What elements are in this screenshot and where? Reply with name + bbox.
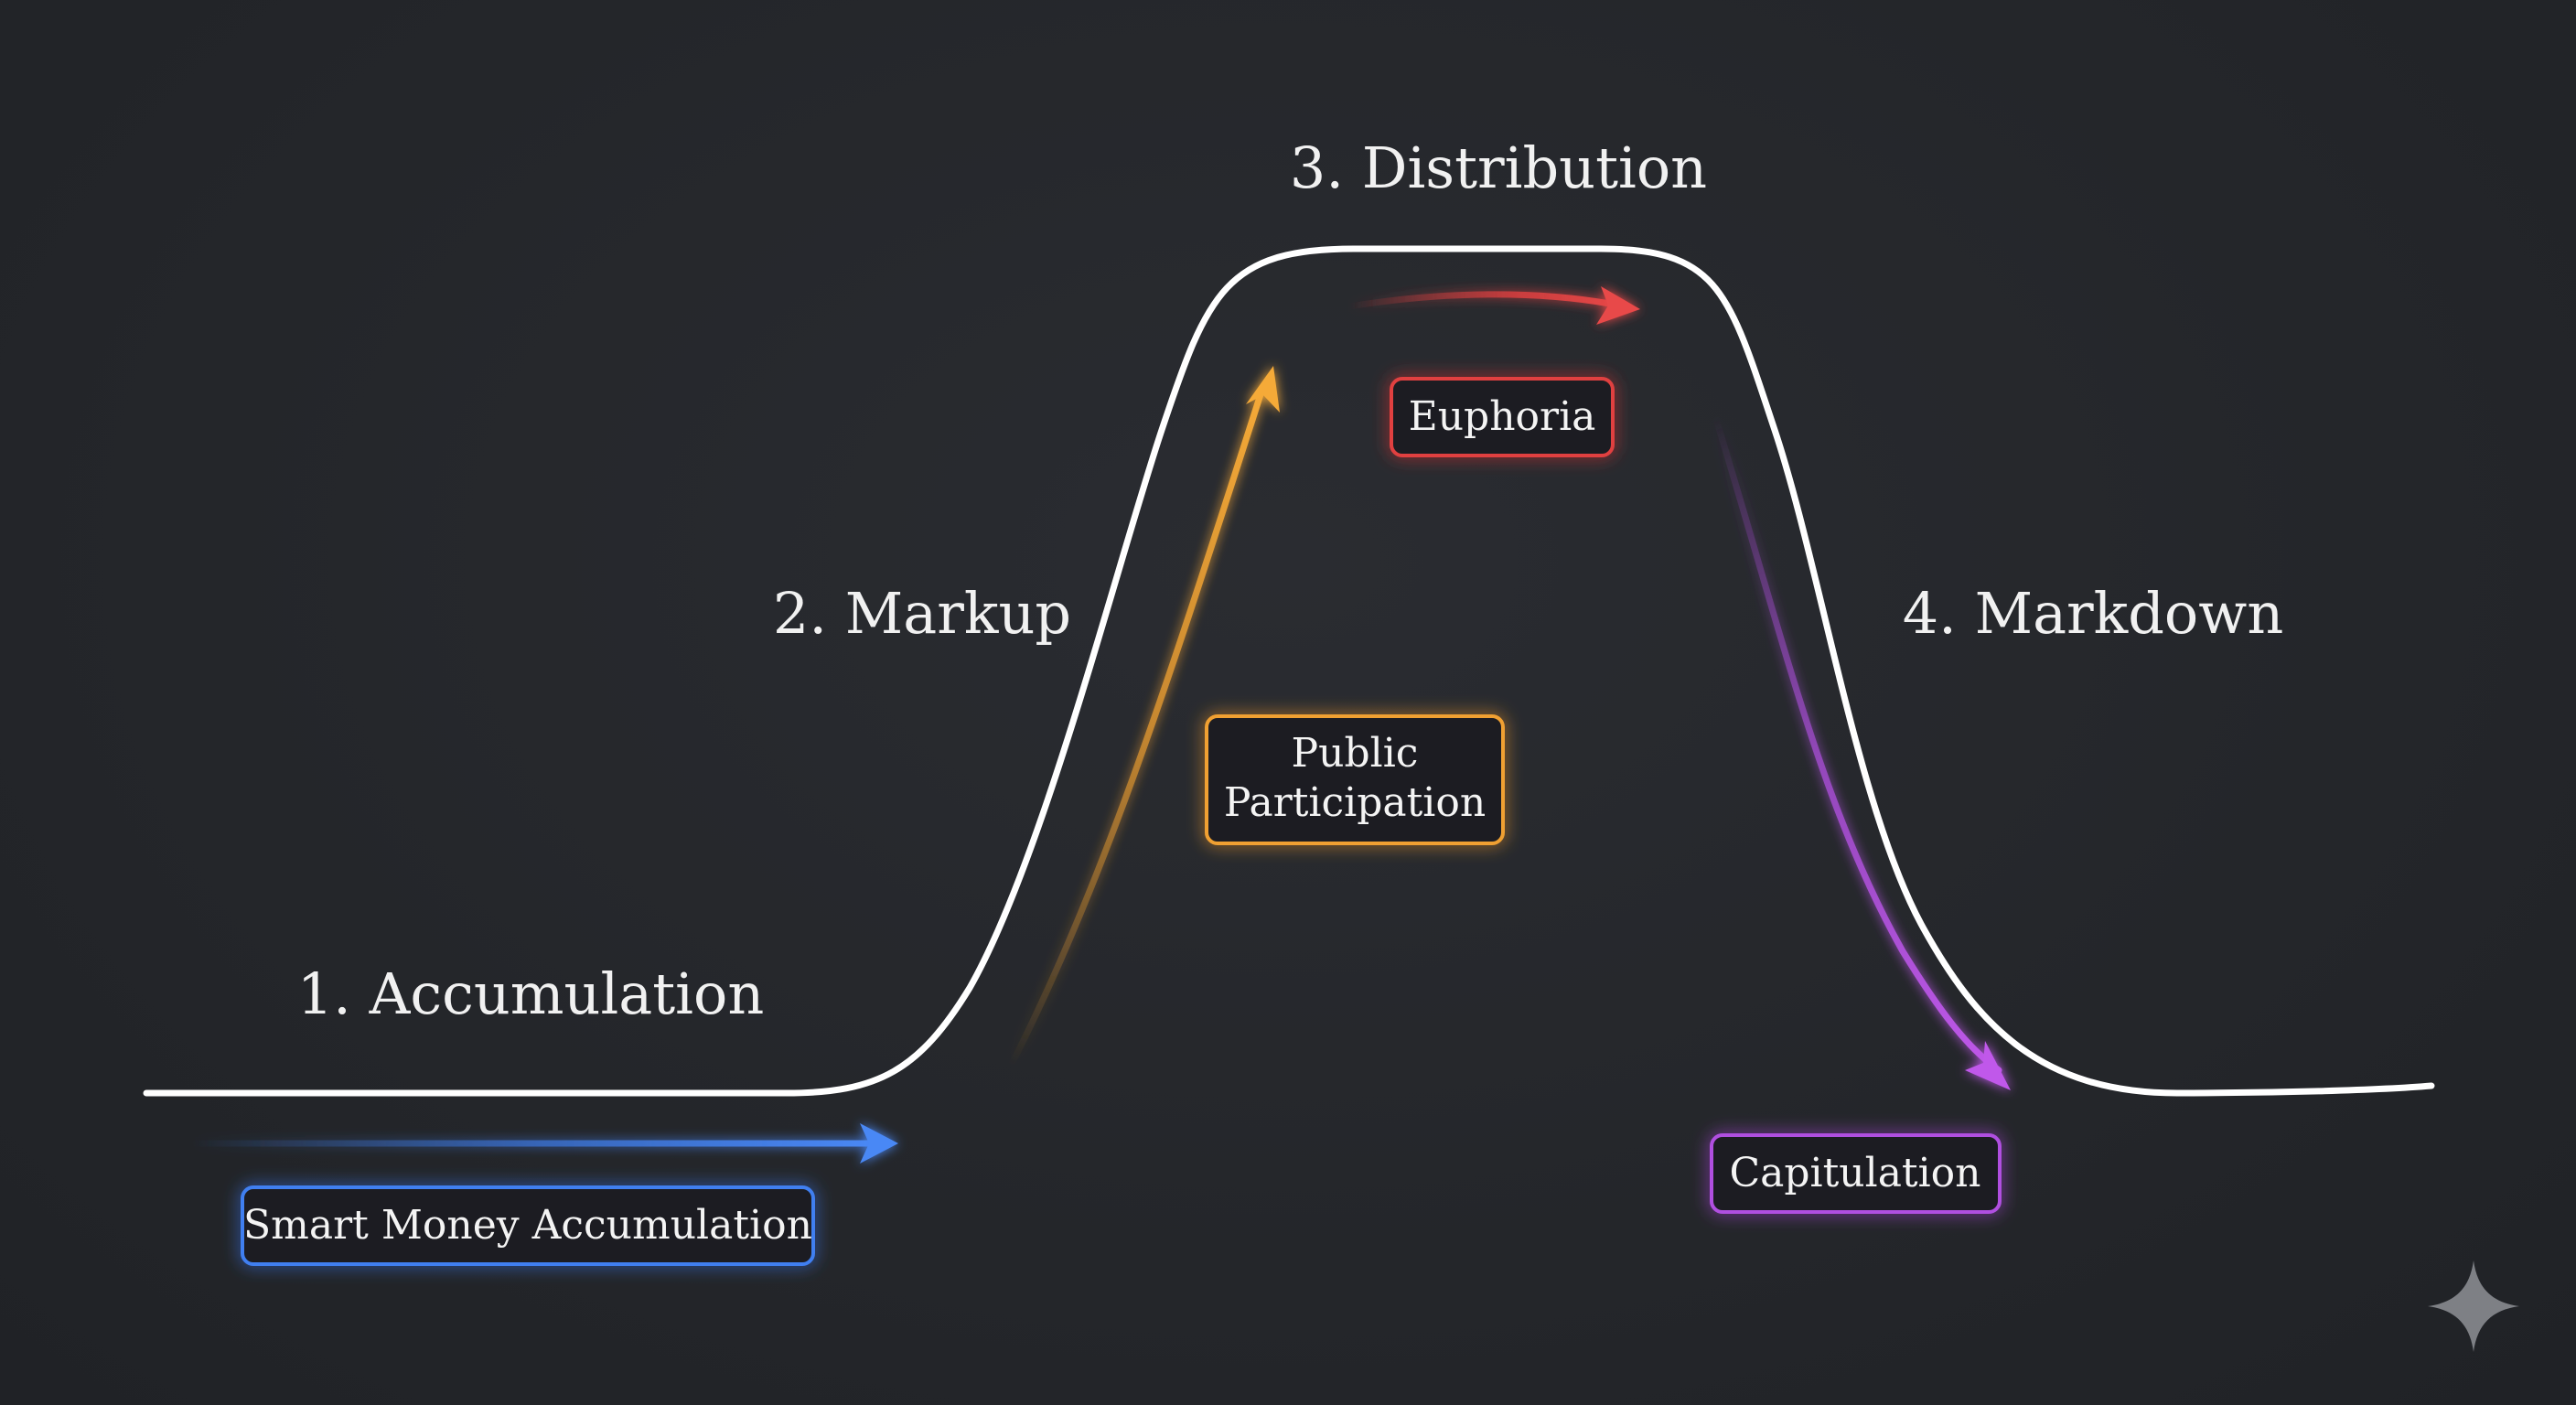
capitulation-box: Capitulation — [1710, 1133, 2002, 1214]
accumulation-arrow — [188, 1123, 898, 1164]
phase-label-markdown: 4. Markdown — [1903, 580, 2284, 647]
sparkle-icon — [2428, 1260, 2519, 1352]
distribution-arrow — [1346, 286, 1640, 325]
market-cycle-curve — [143, 245, 2435, 1097]
phase-label-markup: 2. Markup — [773, 580, 1071, 647]
capitulation-label: Capitulation — [1729, 1150, 1980, 1196]
euphoria-box: Euphoria — [1390, 377, 1615, 457]
phase-label-accumulation: 1. Accumulation — [297, 960, 765, 1027]
markdown-arrow — [1712, 413, 2011, 1090]
public-participation-label-line2: Participation — [1224, 779, 1486, 826]
public-participation-label-line1: Public — [1292, 730, 1419, 777]
smart-money-box: Smart Money Accumulation — [241, 1185, 815, 1266]
phase-label-distribution: 3. Distribution — [1290, 134, 1707, 201]
public-participation-box: Public Participation — [1205, 714, 1505, 845]
smart-money-label: Smart Money Accumulation — [243, 1202, 812, 1249]
markup-arrow — [1007, 366, 1280, 1069]
euphoria-label: Euphoria — [1409, 393, 1596, 440]
